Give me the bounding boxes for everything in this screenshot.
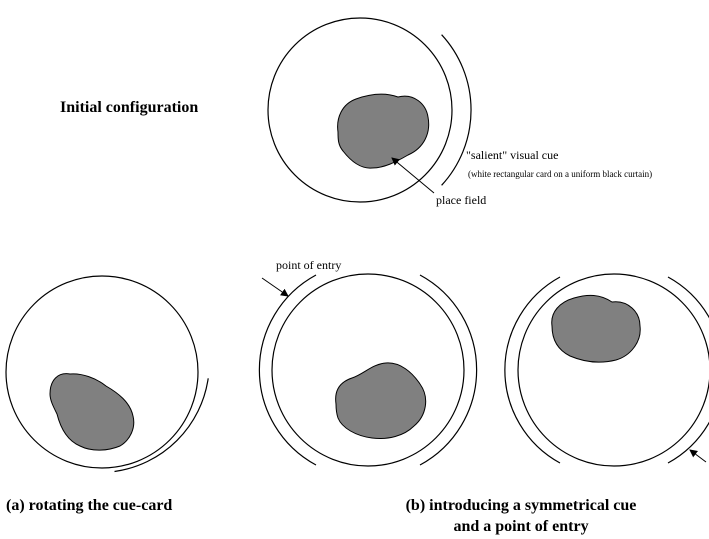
arena-b-middle bbox=[271, 273, 465, 467]
arena-initial bbox=[267, 17, 453, 203]
place-field-label: place field bbox=[436, 193, 486, 207]
arena-a bbox=[5, 275, 199, 469]
place-field-a bbox=[49, 373, 135, 451]
point-of-entry-arrow-b-middle bbox=[261, 277, 289, 297]
cue-card-initial bbox=[441, 34, 472, 186]
caption-b-line2: and a point of entry bbox=[453, 518, 588, 535]
point-of-entry-label: point of entry bbox=[276, 258, 341, 272]
cue-description-label: (white rectangular card on a uniform bla… bbox=[468, 169, 652, 179]
symmetrical-cue-right-b-right bbox=[667, 276, 709, 464]
caption-a: (a) rotating the cue-card bbox=[6, 497, 172, 514]
place-field-arrow bbox=[391, 157, 435, 194]
initial-configuration-label: Initial configuration bbox=[60, 99, 198, 116]
symmetrical-cue-left-b-right bbox=[504, 276, 561, 464]
place-field-b-right bbox=[551, 294, 641, 363]
arena-b-right bbox=[517, 273, 709, 467]
salient-cue-label: "salient" visual cue bbox=[466, 148, 558, 162]
point-of-entry-arrow-b-right bbox=[689, 449, 707, 463]
symmetrical-cue-right-b-middle bbox=[419, 274, 478, 466]
symmetrical-cue-left-b-middle bbox=[258, 274, 317, 466]
place-field-initial bbox=[337, 93, 430, 169]
cue-card-a bbox=[114, 378, 209, 473]
place-field-b-middle bbox=[335, 362, 427, 439]
caption-b-line1: (b) introducing a symmetrical cue bbox=[406, 497, 637, 514]
